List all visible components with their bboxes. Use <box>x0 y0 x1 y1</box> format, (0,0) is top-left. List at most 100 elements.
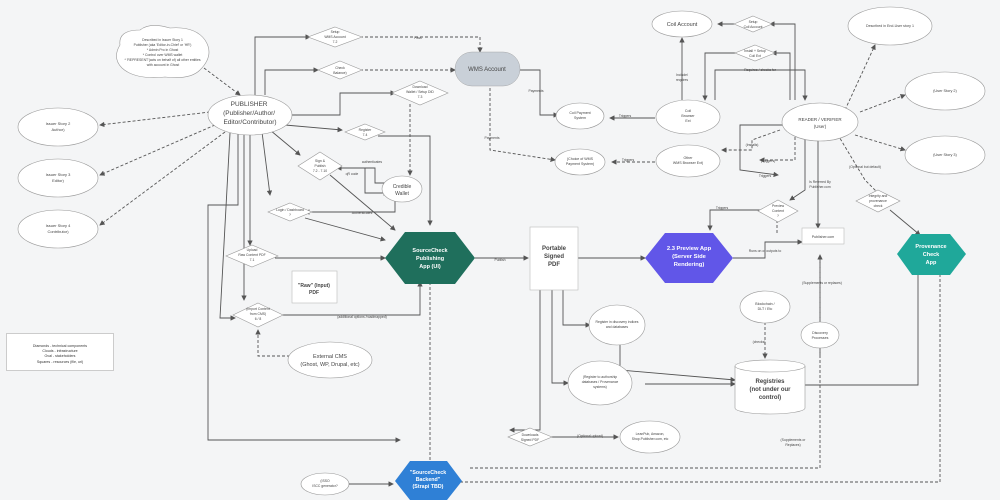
svg-text:LeanPub, Amazon,Shop.Publisher: LeanPub, Amazon,Shop.Publisher.com, etc <box>632 432 669 441</box>
leanpub-oval[interactable]: LeanPub, Amazon,Shop.Publisher.com, etc <box>619 420 681 454</box>
edge-requires <box>714 69 808 101</box>
login-dashboard-diamond[interactable]: Login / Dashboard? <box>267 202 313 222</box>
user-story-1[interactable]: Described in End-User story 1 <box>847 6 933 46</box>
svg-text:Login / Dashboard?: Login / Dashboard? <box>276 208 304 217</box>
svg-text:Described in Issuer Story 1: Described in Issuer Story 1 Publisher (a… <box>124 38 201 67</box>
svg-text:READER / VERIFIER(User): READER / VERIFIER(User) <box>798 117 842 129</box>
legend-item: Oval - stakeholders <box>44 354 76 359</box>
edge-publisher-issuer3 <box>99 124 216 176</box>
svg-text:Publisher.com: Publisher.com <box>812 235 835 239</box>
edge-publisher-lower <box>219 132 236 321</box>
svg-text:WMS Account: WMS Account <box>468 67 506 73</box>
svg-text:External CMS(Ghost, WP, Drupal: External CMS(Ghost, WP, Drupal, etc) <box>300 354 359 368</box>
legend-item: Clouds - infrastructure <box>42 349 78 354</box>
installs-label: (Installs) <box>746 143 759 147</box>
optional-default-label: (Optional but default) <box>849 165 881 169</box>
edge-reader-setup-coil <box>769 21 796 100</box>
edge-register-app <box>378 135 433 226</box>
edge-reader-story3 <box>854 134 906 152</box>
checks-label: (checks) <box>753 340 766 344</box>
publisher-com-box[interactable]: Publisher.com <box>801 227 845 245</box>
payments2-label: Payments <box>484 136 499 140</box>
edge-login-app <box>304 217 386 242</box>
edge-cms-import <box>255 329 290 357</box>
edge-reader-integrity <box>834 129 881 196</box>
additional-options-label: (additional options /roadmapped) <box>337 315 387 319</box>
reader-oval[interactable]: READER / VERIFIER(User) <box>781 102 859 142</box>
edge-reader-coilext <box>739 124 785 178</box>
edge-publisher-backend <box>207 133 401 443</box>
triggers4-label: Triggers <box>759 174 772 178</box>
edge-reader-note <box>844 44 876 111</box>
raw-pdf-box[interactable]: "Raw" (Input)PDF <box>291 270 338 304</box>
blockchain-cloud[interactable]: Blockchain /DLT / Etc <box>739 290 791 324</box>
external-cms-oval[interactable]: External CMS(Ghost, WP, Drupal, etc) <box>287 341 373 379</box>
edge-reader-install <box>771 50 791 100</box>
edges <box>99 21 943 483</box>
edge-publisher-register <box>284 124 343 133</box>
coil-account-oval[interactable]: Coil Account <box>651 10 713 38</box>
edge-wallet-login <box>304 200 396 215</box>
publisher-node[interactable]: PUBLISHER (Publisher/Author/ Editor/Cont… <box>207 94 293 136</box>
edge-wms-payments2 <box>489 88 556 162</box>
payments1-label: Payments <box>528 89 543 93</box>
edge-pdf-downloads <box>509 290 541 433</box>
authenticates-label: authenticates <box>362 160 382 164</box>
publisher-note-cloud: Described in Issuer Story 1 Publisher (a… <box>116 25 210 78</box>
user-story-2[interactable]: (User Story 2) <box>904 71 986 111</box>
publish-label: Publish <box>494 258 505 262</box>
edge-integrity-provenance <box>889 209 921 236</box>
wms-account-cloud[interactable]: WMS Account <box>454 51 521 87</box>
user-story-3[interactable]: (User Story 3) <box>904 135 986 175</box>
triggers5-label: Triggers <box>716 206 729 210</box>
edge-setup-wms-pass <box>360 36 483 53</box>
edge-publisher-sign <box>269 129 301 156</box>
svg-text:Described in End-User story 1: Described in End-User story 1 <box>866 24 914 28</box>
triggers3-label: (Triggers) <box>761 159 776 163</box>
